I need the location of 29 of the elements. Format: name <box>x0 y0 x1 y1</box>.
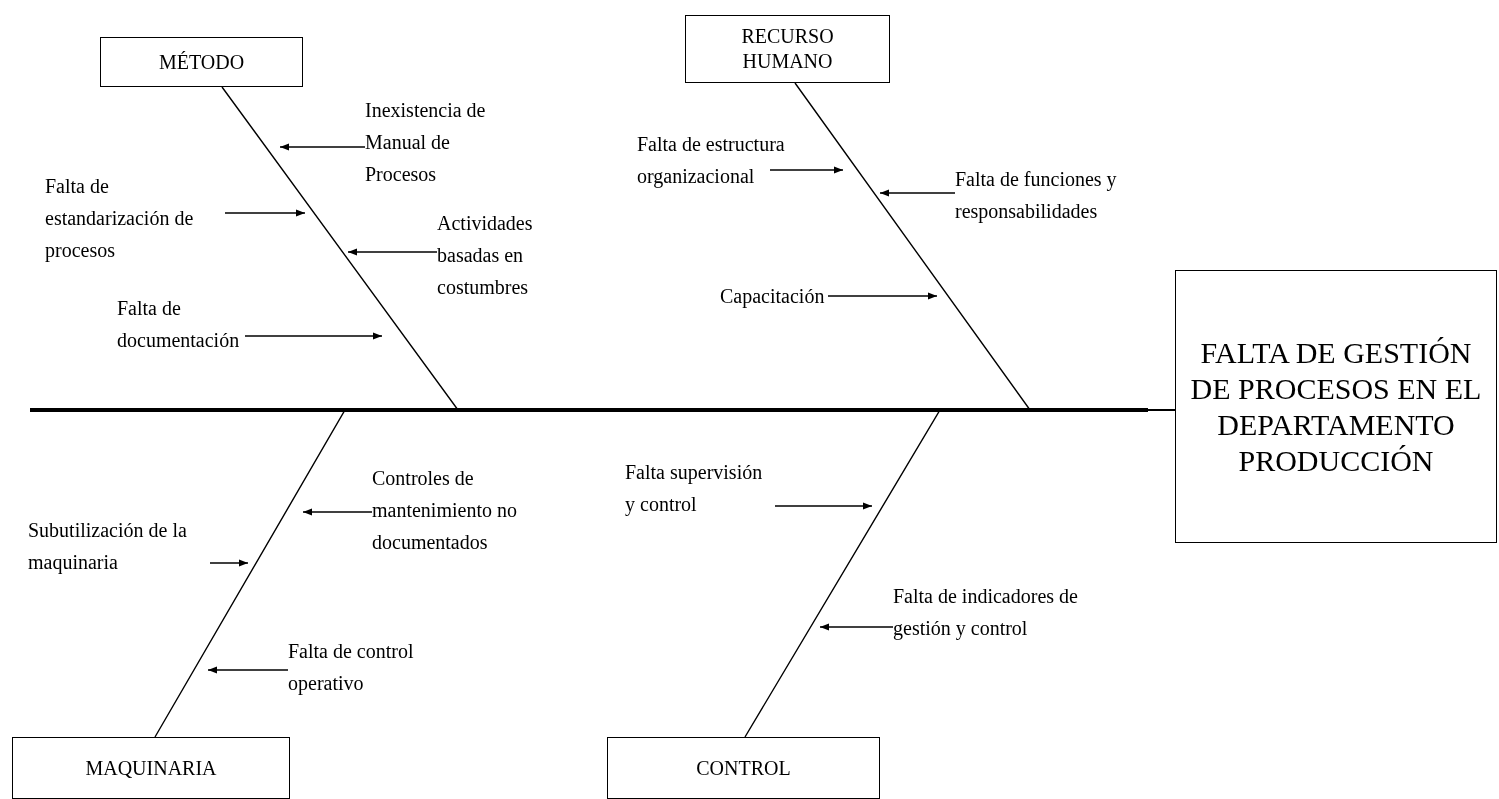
arrow <box>209 559 249 567</box>
cause-text: Subutilización de la maquinaria <box>28 514 218 578</box>
cause-text: Falta de estructura organizacional <box>637 128 801 192</box>
cause-text: Falta de estandarización de procesos <box>45 170 225 266</box>
arrow <box>279 143 366 151</box>
cause-text: Falta de control operativo <box>288 635 482 699</box>
cause-text: Falta de indicadores de gestión y control <box>893 580 1081 644</box>
cause-text: Falta supervisión y control <box>625 456 775 520</box>
category-box: MÉTODO <box>100 37 303 87</box>
arrow <box>769 166 844 174</box>
cause-text: Inexistencia de Manual de Procesos <box>365 94 517 190</box>
cause-text: Falta de funciones y responsabilidades <box>955 163 1171 227</box>
category-box: RECURSO HUMANO <box>685 15 890 83</box>
category-box: MAQUINARIA <box>12 737 290 799</box>
arrow <box>244 332 383 340</box>
cause-text: Controles de mantenimiento no documentados <box>372 462 570 558</box>
arrow <box>302 508 373 516</box>
cause-text: Actividades basadas en costumbres <box>437 207 573 303</box>
arrow <box>879 189 956 197</box>
arrow <box>224 209 306 217</box>
category-box: CONTROL <box>607 737 880 799</box>
arrow <box>774 502 873 510</box>
cause-text: Falta de documentación <box>117 292 245 356</box>
effect-box: FALTA DE GESTIÓN DE PROCESOS EN EL DEPARTAMENTO PRODUCCIÓN <box>1175 270 1497 543</box>
arrow <box>207 666 289 674</box>
cause-text: Capacitación <box>720 280 828 312</box>
arrow <box>347 248 438 256</box>
arrow <box>819 623 894 631</box>
arrow <box>827 292 938 300</box>
